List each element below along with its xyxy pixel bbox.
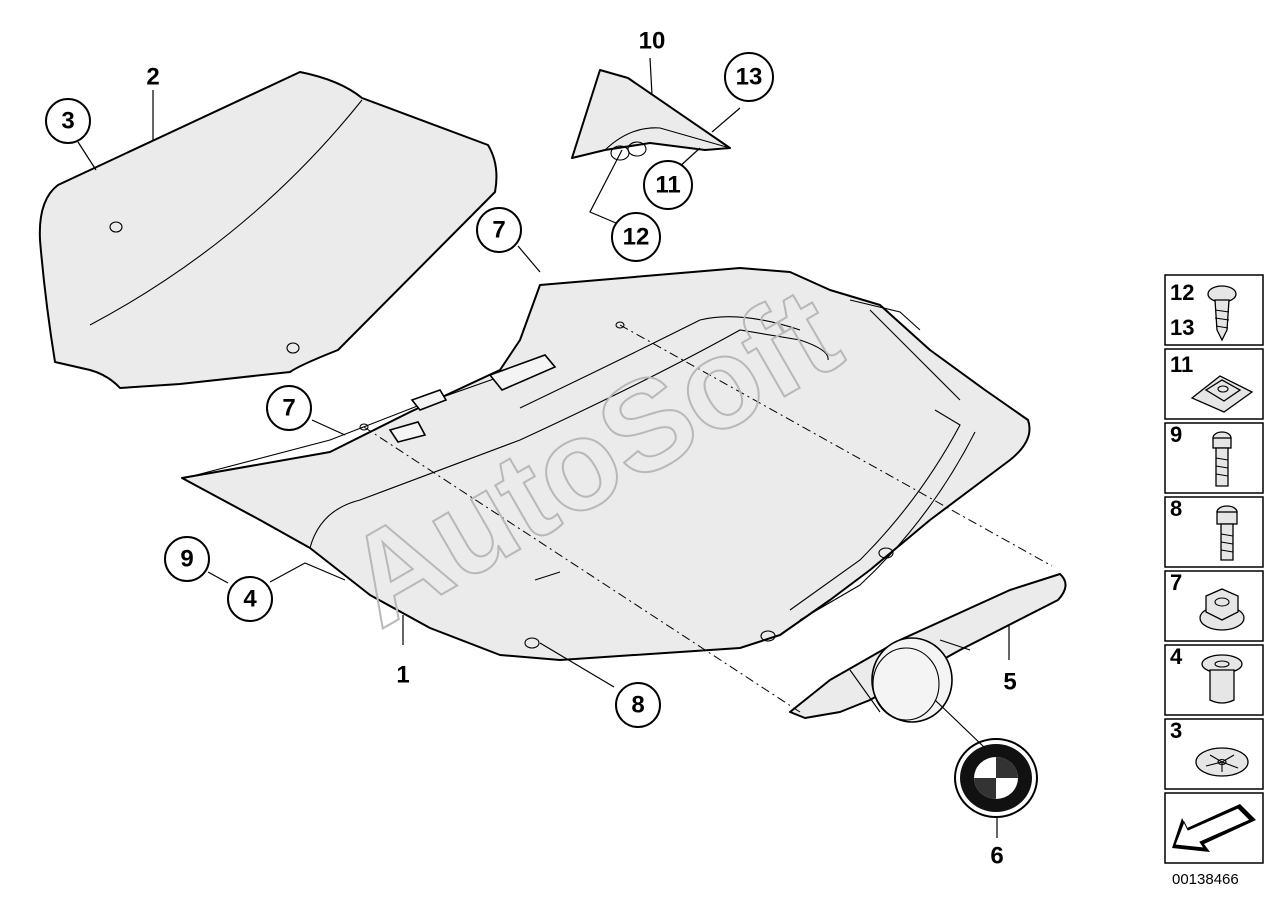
svg-text:4: 4 — [243, 586, 257, 613]
svg-text:7: 7 — [282, 395, 295, 422]
document-number: 00138466 — [1172, 871, 1239, 888]
svg-text:8: 8 — [1170, 496, 1182, 521]
callout-12: 12 — [611, 212, 661, 262]
label-6: 6 — [990, 843, 1003, 870]
assembly-line-2 — [363, 426, 801, 713]
legend-row-3: 3 — [1164, 718, 1264, 790]
svg-text:12: 12 — [623, 224, 650, 251]
legend-row-9: 9 — [1164, 422, 1264, 494]
label-10: 10 — [639, 28, 666, 55]
legend-row-11: 11 — [1164, 348, 1264, 420]
svg-text:3: 3 — [1170, 718, 1182, 743]
part-1-main-cover — [181, 267, 1031, 661]
svg-text:7: 7 — [1170, 570, 1182, 595]
svg-text:7: 7 — [492, 217, 505, 244]
callout-4: 4 — [227, 576, 273, 622]
bolt-icon — [1216, 505, 1238, 561]
part-2-trim-panel — [38, 71, 498, 389]
callout-8: 8 — [615, 682, 661, 728]
callout-11: 11 — [643, 160, 693, 210]
svg-text:8: 8 — [631, 692, 644, 719]
screw-icon — [1207, 285, 1237, 342]
spring-clip-icon — [1195, 747, 1249, 777]
legend-column: 12 13 11 9 — [1164, 274, 1264, 864]
part-6-emblem — [954, 738, 1038, 818]
svg-text:9: 9 — [1170, 422, 1182, 447]
legend-row-arrow — [1164, 792, 1264, 864]
callout-3: 3 — [45, 98, 91, 144]
leader-lines — [77, 57, 1010, 838]
bolt-icon — [1212, 431, 1232, 487]
label-2: 2 — [146, 64, 159, 91]
callout-13: 13 — [724, 52, 774, 102]
callout-7-upper: 7 — [476, 207, 522, 253]
svg-text:13: 13 — [736, 64, 763, 91]
svg-text:4: 4 — [1170, 644, 1183, 669]
clip-nut-icon — [1190, 375, 1254, 413]
callout-7-lower: 7 — [266, 385, 312, 431]
part-10-cover — [571, 69, 731, 161]
label-5: 5 — [1003, 669, 1016, 696]
legend-row-4: 4 — [1164, 644, 1264, 716]
svg-text:3: 3 — [61, 108, 74, 135]
svg-text:12: 12 — [1170, 280, 1194, 305]
svg-text:13: 13 — [1170, 315, 1194, 340]
spacer-sleeve-icon — [1201, 654, 1243, 704]
assembly-line-1 — [619, 324, 1053, 567]
svg-text:11: 11 — [655, 172, 680, 199]
svg-text:9: 9 — [180, 546, 193, 573]
part-5-emblem-carrier — [789, 573, 1067, 723]
flange-nut-icon — [1199, 588, 1245, 631]
legend-row-12-13: 12 13 — [1164, 274, 1264, 346]
svg-text:11: 11 — [1170, 352, 1193, 377]
label-1: 1 — [396, 662, 409, 689]
callout-9: 9 — [164, 536, 210, 582]
legend-row-8: 8 — [1164, 496, 1264, 568]
direction-arrow-icon — [1172, 804, 1256, 852]
legend-row-7: 7 — [1164, 570, 1264, 642]
